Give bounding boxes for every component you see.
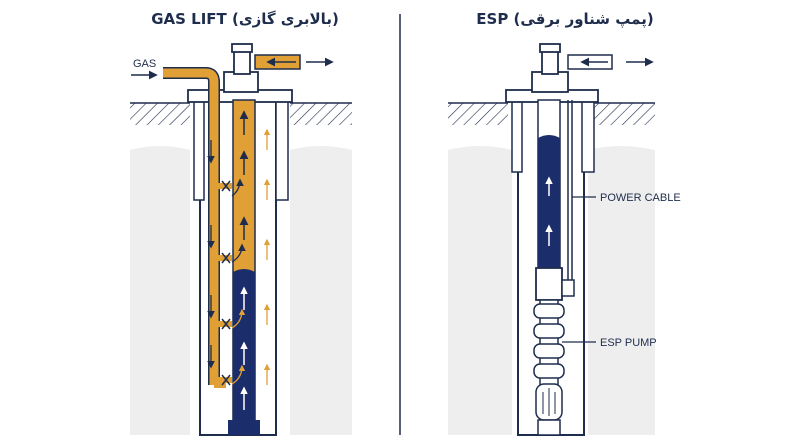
power-cable-label: POWER CABLE <box>600 192 681 204</box>
gas-lift-wellhead-stem <box>233 49 251 75</box>
gas-lift-conductor-left <box>193 99 205 201</box>
esp-panel: POWER CABLE ESP PUMP <box>448 43 681 436</box>
esp-seal-section <box>535 267 563 301</box>
esp-wellhead-cap <box>539 43 561 53</box>
esp-cable-connector <box>561 279 575 297</box>
esp-title: ESP (پمپ شناور برقی) <box>476 10 653 29</box>
esp-conductor-left <box>511 99 523 173</box>
gas-lift-valve-icon <box>218 364 246 386</box>
gas-lift-panel: GAS <box>130 43 352 436</box>
esp-ground-right <box>588 146 655 435</box>
gas-lift-valve-icon <box>218 178 244 197</box>
gas-lift-surface-hatch-left <box>130 103 190 125</box>
gas-lift-ground-left <box>130 146 190 435</box>
gas-lift-bottom-fluid <box>228 420 260 435</box>
gas-lift-wellhead-body <box>223 71 259 93</box>
esp-surface-hatch-left <box>448 103 508 125</box>
esp-pump-label: ESP PUMP <box>600 337 657 349</box>
gas-lift-conductor-right <box>275 99 289 201</box>
gas-lift-title: GAS LIFT (بالابری گازی) <box>151 10 339 28</box>
esp-wellhead-stem <box>541 49 559 75</box>
esp-pump <box>533 299 565 436</box>
gas-lift-surface-hatch-right <box>290 103 352 125</box>
gas-lift-wellhead-cap <box>231 43 253 53</box>
esp-conductor-right <box>581 99 595 173</box>
esp-surface-hatch-right <box>590 103 655 125</box>
gas-lift-valve-icon <box>218 243 246 264</box>
gas-injection-line <box>163 68 219 385</box>
esp-ground-left <box>448 146 512 435</box>
esp-oil-column <box>538 135 560 268</box>
gas-lift-ground-right <box>290 146 352 435</box>
gas-label: GAS <box>133 58 156 70</box>
gas-lift-valve-icon <box>218 308 246 330</box>
esp-wellhead-body <box>531 71 569 93</box>
